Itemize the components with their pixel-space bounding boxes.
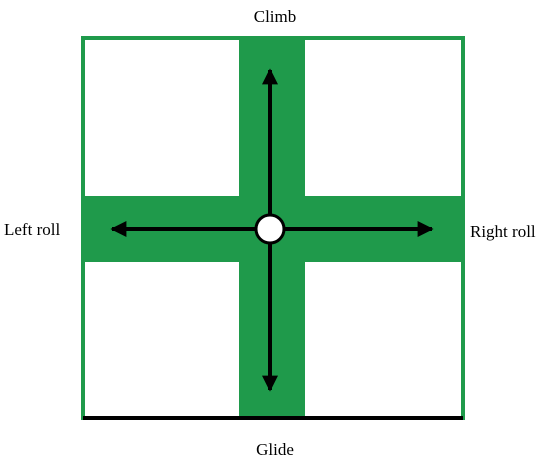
label-climb: Climb [253, 7, 297, 26]
label-left-roll: Left roll [4, 220, 61, 239]
center-point [254, 213, 286, 245]
label-right-roll: Right roll [470, 222, 536, 241]
label-glide: Glide [256, 440, 294, 459]
